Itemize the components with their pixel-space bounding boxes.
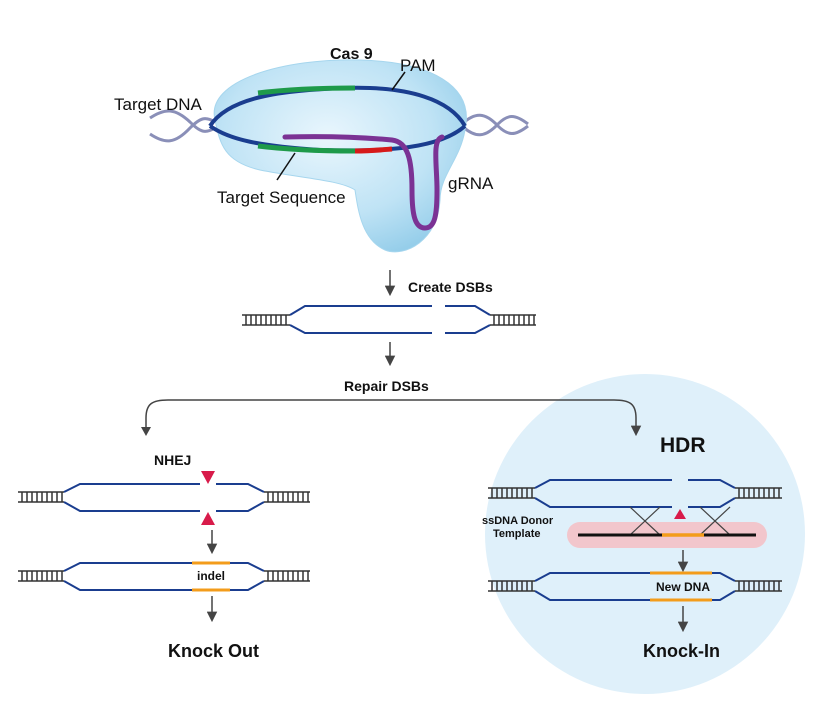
dna-ladder-right bbox=[490, 314, 536, 326]
hdr-dna-repaired bbox=[488, 571, 782, 602]
pam-segment bbox=[354, 146, 393, 154]
dsb-dna-broken bbox=[242, 305, 536, 334]
grna-label: gRNA bbox=[448, 174, 494, 193]
nhej-dna-repaired bbox=[18, 561, 310, 592]
target-sequence-segment bbox=[257, 143, 356, 154]
grna-strand bbox=[282, 134, 445, 231]
new-dna-label: New DNA bbox=[656, 580, 710, 594]
pam-pointer bbox=[391, 71, 406, 91]
ssdna-donor-label-line1: ssDNA Donor bbox=[482, 515, 554, 527]
pam-complement-segment bbox=[257, 85, 356, 96]
cut-marker-top bbox=[201, 471, 215, 484]
target-dna-helix-left bbox=[149, 109, 216, 143]
cas9-complex bbox=[149, 59, 529, 253]
target-dna-label: Target DNA bbox=[114, 95, 203, 114]
nhej-dna-broken bbox=[18, 483, 310, 512]
nhej-label: NHEJ bbox=[154, 452, 191, 468]
knock-in-label: Knock-In bbox=[643, 641, 720, 661]
pam-label: PAM bbox=[400, 56, 436, 75]
hdr-dna-broken bbox=[488, 479, 782, 508]
donor-crossover-lines bbox=[629, 506, 731, 536]
branch-arrow-left-head bbox=[141, 427, 151, 436]
indel-label: indel bbox=[197, 569, 225, 583]
cas9-label: Cas 9 bbox=[330, 46, 373, 63]
dna-ladder-left bbox=[242, 314, 290, 326]
repair-dsbs-label: Repair DSBs bbox=[344, 378, 429, 394]
ssdna-donor-label-line2: Template bbox=[493, 528, 540, 540]
hdr-label: HDR bbox=[660, 434, 706, 457]
knock-out-label: Knock Out bbox=[168, 641, 259, 661]
target-sequence-label: Target Sequence bbox=[217, 188, 346, 207]
target-sequence-pointer bbox=[276, 152, 296, 181]
cut-marker-bottom bbox=[201, 512, 215, 525]
target-dna-helix-right bbox=[460, 113, 529, 137]
create-dsbs-label: Create DSBs bbox=[408, 279, 493, 295]
hdr-cut-marker bbox=[674, 509, 686, 519]
branch-arrow bbox=[145, 399, 642, 437]
cas9-protein bbox=[213, 59, 467, 253]
